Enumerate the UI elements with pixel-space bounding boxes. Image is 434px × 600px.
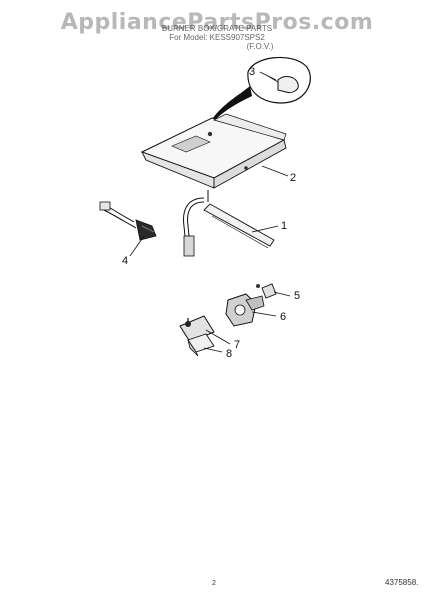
callout-5: 5 [294,290,300,302]
callout-4: 4 [122,255,128,267]
callout-6: 6 [280,311,286,323]
callout-3: 3 [249,66,255,78]
callout-1: 1 [281,220,287,232]
leader-lines [129,71,291,353]
callout-8: 8 [226,348,232,360]
watermark: AppliancePartsPros.com [60,10,374,35]
part-4-igniter [99,201,157,241]
page-number: 2 [212,580,216,587]
diagram-heading: BURNER BOX/GRATE PARTS For Model: KESS90… [0,24,434,51]
part-5-fitting [256,283,277,299]
variant-note: (F.O.V.) [246,42,274,51]
magnifier-pointer [206,86,252,130]
diagram-title: BURNER BOX/GRATE PARTS [161,24,273,33]
document-number: 4375858. [385,578,419,587]
part-2-burner-box [140,113,287,189]
magnifier-callout [206,56,311,130]
part-3-screw-detail [277,76,299,93]
callout-7: 7 [234,339,240,351]
model-line: For Model: KESS907SPS2 [169,33,265,42]
part-6-valve [225,293,265,327]
callout-2: 2 [290,172,296,184]
part-8-bracket [187,333,215,357]
part-1-burner-tube [183,190,275,257]
